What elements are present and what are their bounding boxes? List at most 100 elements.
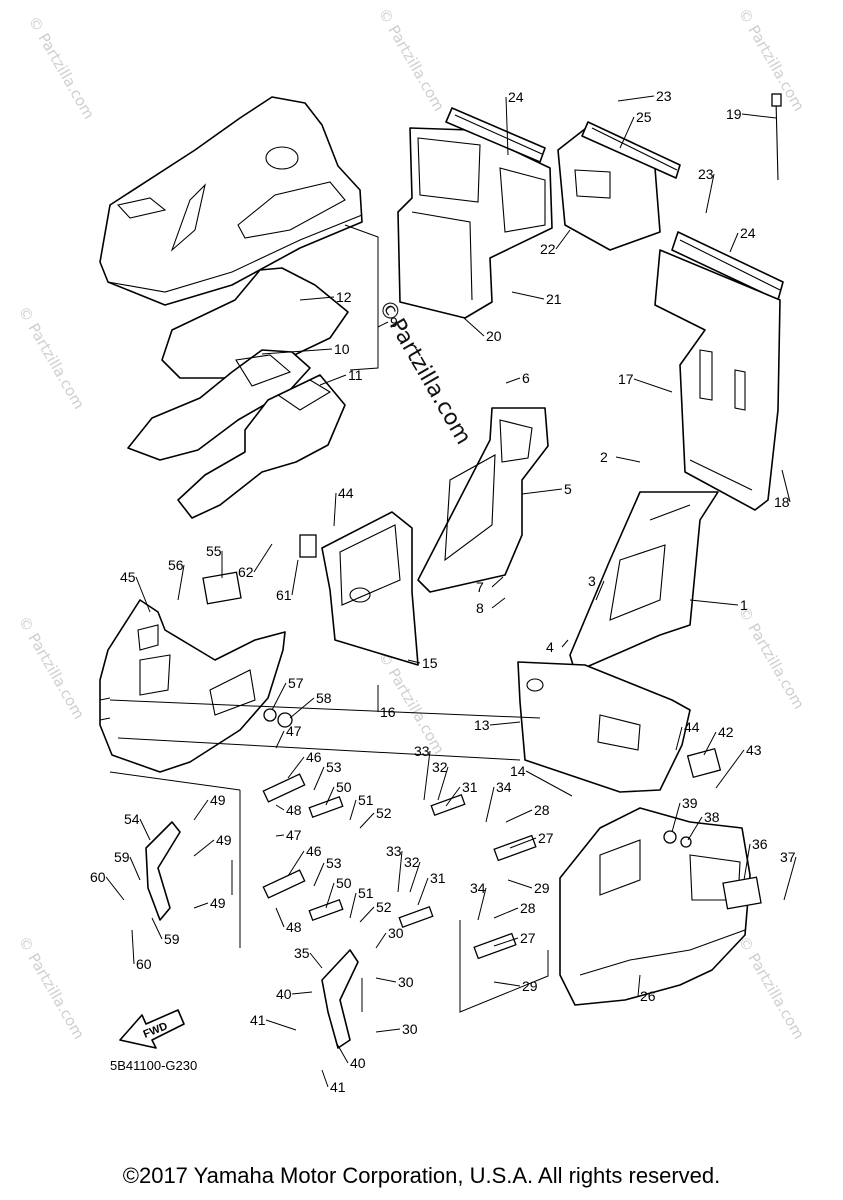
callout-4: 4 [546,639,554,655]
callout-42: 42 [718,724,734,740]
leader-line-52b [359,906,375,923]
watermark-repeat: © Partzilla.com [375,5,448,114]
leader-line-50b [325,882,335,909]
leader-line-29a [507,879,533,889]
leader-line-58 [289,697,315,719]
leader-line-47a [275,730,285,749]
callout-52b: 52 [376,899,392,915]
callout-29b: 29 [522,978,538,994]
callout-34a: 34 [496,779,512,795]
watermark-repeat: © Partzilla.com [735,603,808,712]
callout-48b: 48 [286,919,302,935]
leader-line-26 [637,974,641,997]
watermark-repeat: © Partzilla.com [735,933,808,1042]
leader-line-62 [253,543,273,573]
callout-53b: 53 [326,855,342,871]
leader-line-40b [335,1041,349,1064]
callout-32b: 32 [404,854,420,870]
leader-line-1 [689,599,739,606]
leader-line-38 [687,816,703,841]
callout-60a: 60 [90,869,106,885]
leader-line-52a [359,812,375,829]
leader-line-33b [397,850,403,893]
callout-36: 36 [752,836,768,852]
leader-line-24a [505,96,509,156]
callout-16: 16 [380,704,396,720]
leader-line-13 [489,721,521,726]
callout-60b: 60 [136,956,152,972]
callout-7: 7 [476,579,484,595]
seal-strip-25 [581,121,681,179]
leader-lines [105,95,797,1088]
seal-strip-24-left [445,107,546,163]
panel-17 [654,249,781,511]
door-panel-26 [559,807,751,1006]
panel-13 [517,661,691,793]
leader-line-42 [703,731,717,756]
leader-line-60b [131,929,135,965]
callout-24a: 24 [508,89,524,105]
callout-43: 43 [746,742,762,758]
leader-line-50a [325,786,335,806]
leader-line-17 [633,378,673,393]
leader-line-4 [561,639,569,648]
leader-line-49c [193,902,209,909]
callout-17: 17 [618,371,634,387]
leader-line-27a [509,837,537,849]
callout-53a: 53 [326,759,342,775]
callout-20: 20 [486,328,502,344]
leader-line-14 [525,770,573,797]
callout-9: 9 [390,314,398,330]
callout-14: 14 [510,763,526,779]
callout-10: 10 [334,341,350,357]
leader-line-60a [105,876,125,901]
watermark-repeat: © Partzilla.com [25,13,98,122]
leader-line-40a [291,991,313,995]
callout-39: 39 [682,795,698,811]
leader-line-28b [493,907,519,919]
callout-46a: 46 [306,749,322,765]
leader-line-19 [741,113,777,119]
leader-line-33a [423,750,431,801]
leader-line-34b [477,887,487,921]
callout-2: 2 [600,449,608,465]
leader-line-49b [193,839,215,857]
callout-27b: 27 [520,930,536,946]
callout-40b: 40 [350,1055,366,1071]
leader-line-54 [139,818,151,841]
leader-line-36 [743,843,751,881]
leader-line-11 [319,374,347,386]
leader-line-53b [313,862,325,887]
leader-line-47b [275,834,285,837]
leader-line-8 [491,597,506,609]
cable-tie-19 [771,93,782,181]
leader-line-31b [417,877,429,906]
leader-line-28a [505,809,533,823]
leader-line-41a [265,1019,297,1031]
leader-line-61 [291,559,299,596]
callout-49c: 49 [210,895,226,911]
leader-line-39 [671,802,681,833]
leader-line-48a [275,804,285,811]
callout-49b: 49 [216,832,232,848]
callout-1: 1 [740,597,748,613]
callout-55: 55 [206,543,222,559]
callout-30c: 30 [402,1021,418,1037]
panel-5 [417,407,549,593]
leader-line-23b [705,173,715,214]
assembly-lines [109,224,549,1013]
leader-line-57 [271,682,287,711]
callout-45: 45 [120,569,136,585]
watermark-repeat: © Partzilla.com [15,613,88,722]
leader-line-44b [675,726,683,751]
callout-8: 8 [476,600,484,616]
callout-12: 12 [336,289,352,305]
callout-56: 56 [168,557,184,573]
callout-61: 61 [276,587,292,603]
leader-line-24b [729,232,739,253]
callout-24b: 24 [740,225,756,241]
leader-line-25 [619,116,635,149]
leader-line-53a [313,766,325,791]
leader-line-20 [463,317,485,337]
callout-25: 25 [636,109,652,125]
